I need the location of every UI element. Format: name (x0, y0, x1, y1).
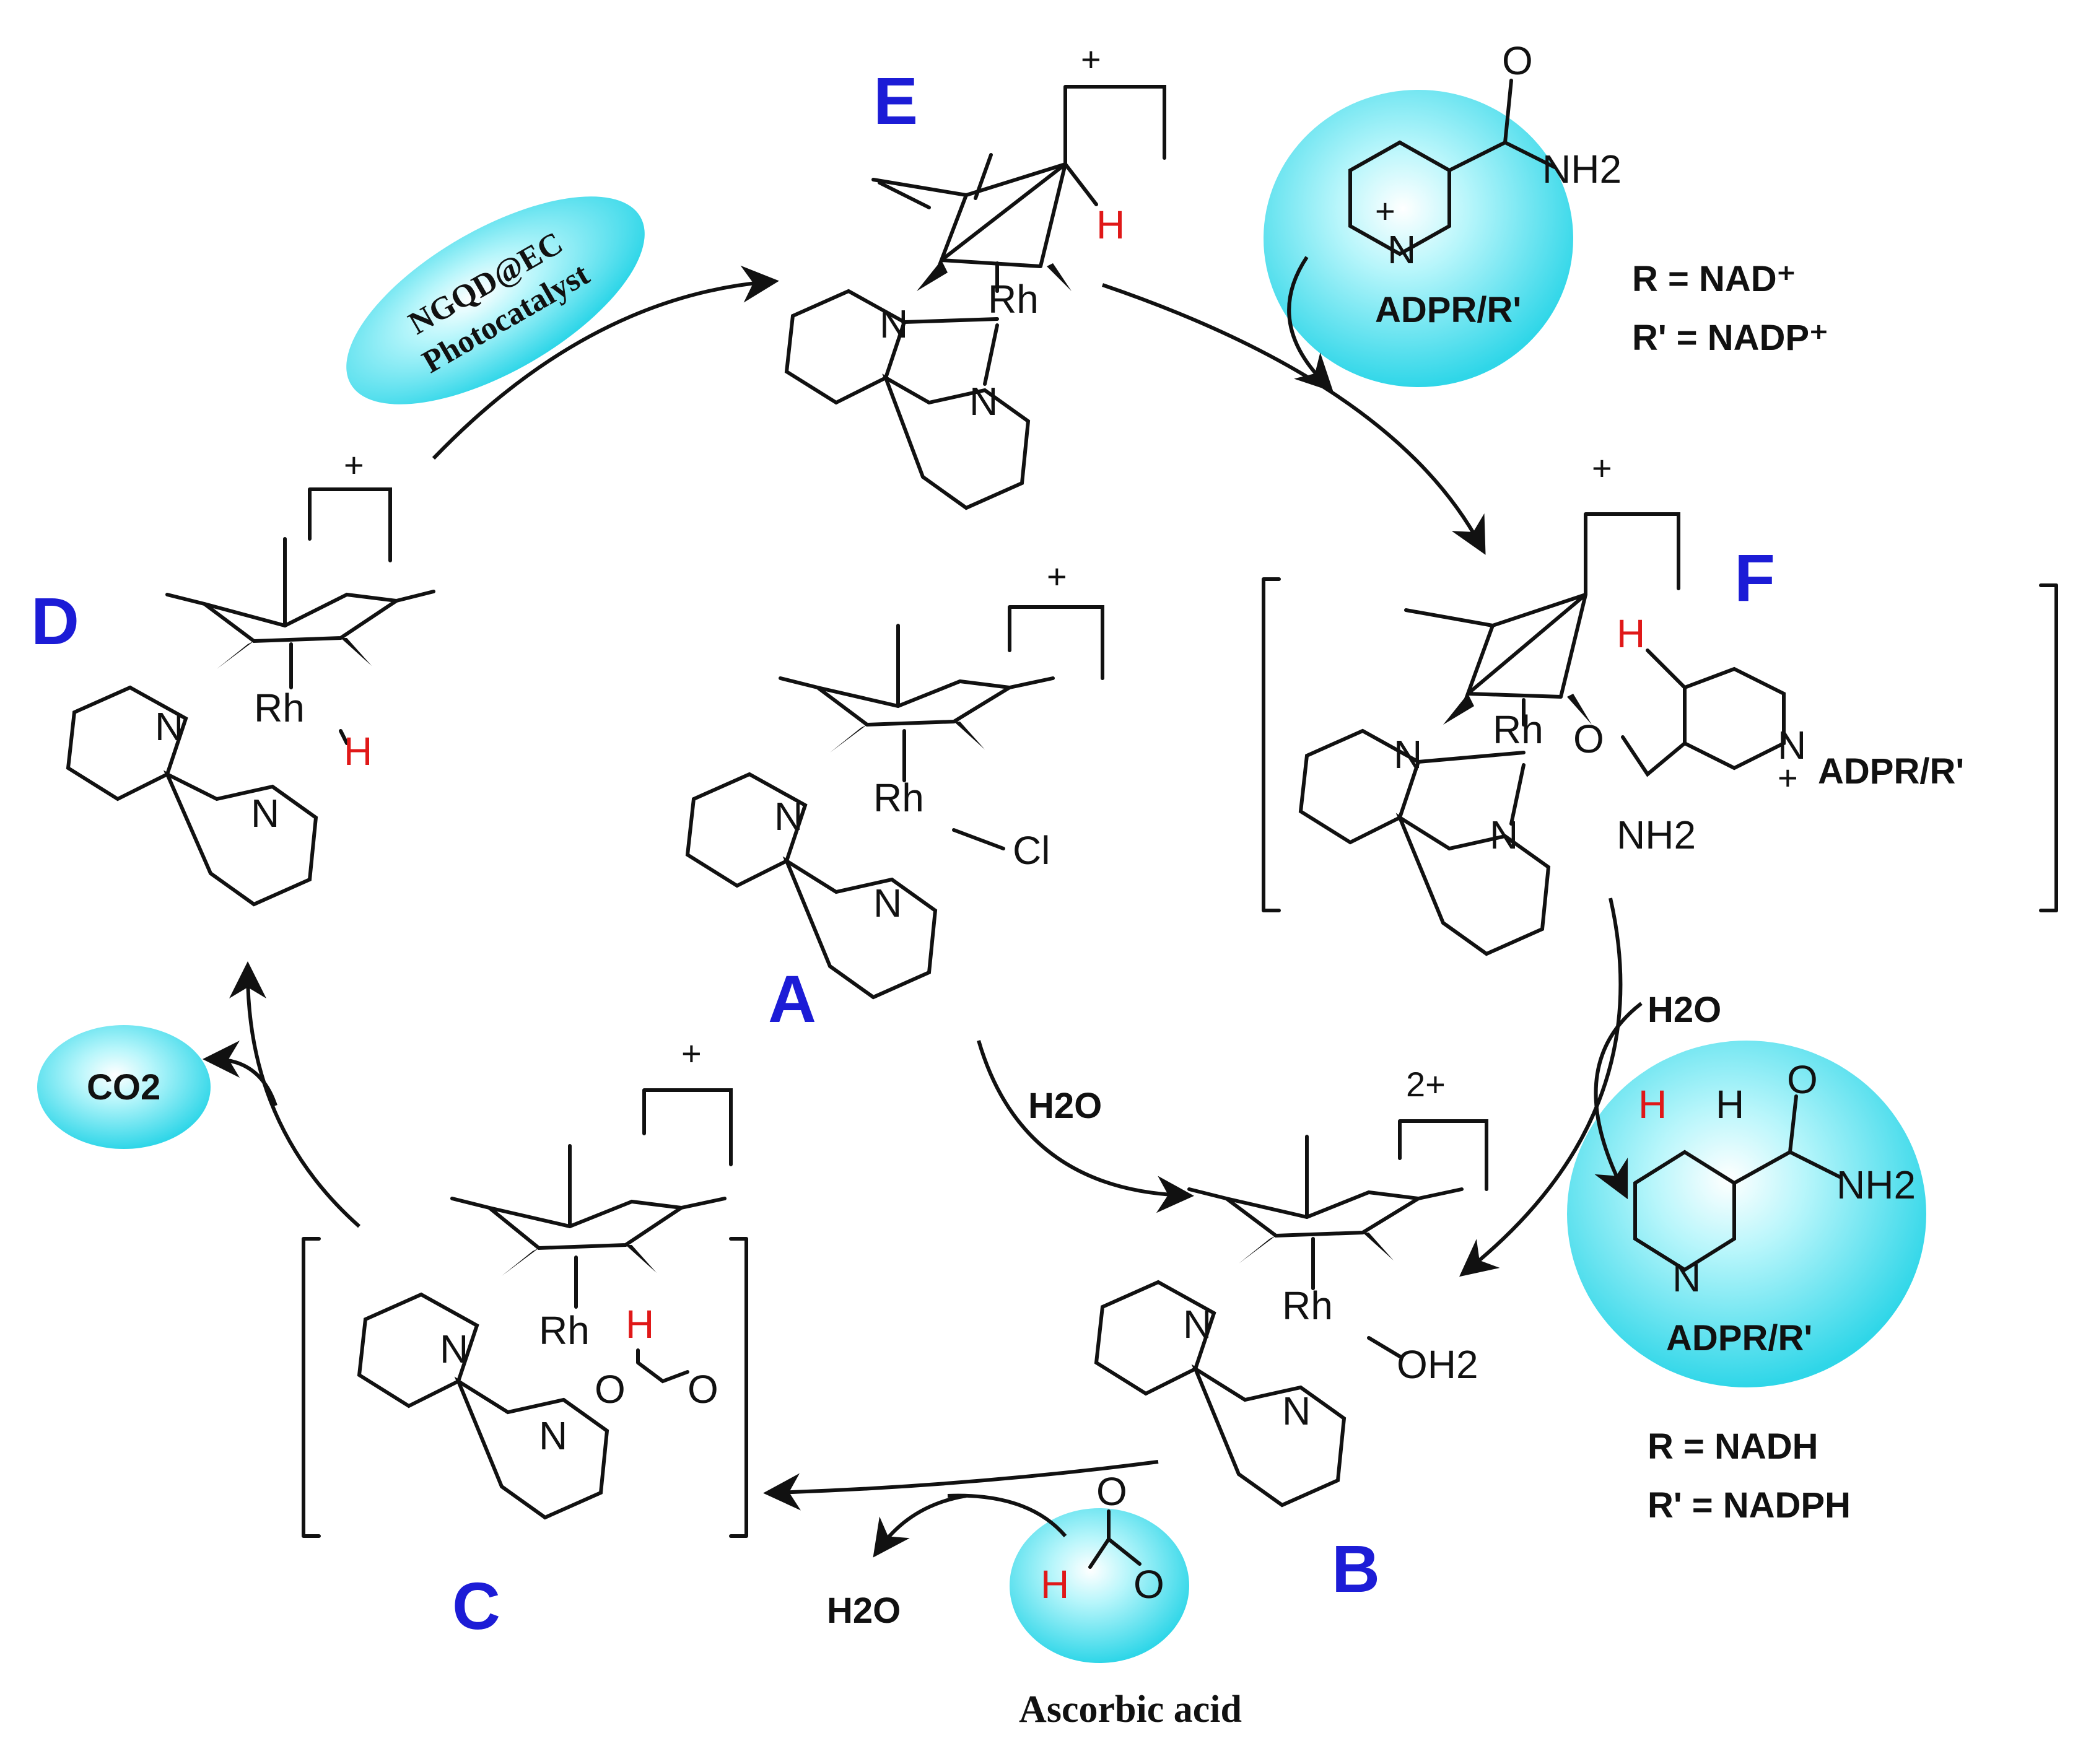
formate-bubble (1010, 1508, 1189, 1663)
complex-c (302, 1088, 748, 1538)
f-n2-atom: N (1490, 813, 1518, 857)
nad-nh2: NH2 (1542, 147, 1622, 191)
formate-molecule (1088, 1509, 1142, 1569)
d-n1-atom: N (155, 704, 183, 749)
def-nad-r: R = NAD⁺ (1632, 259, 1796, 299)
f-pyridinium-charge: + (1778, 758, 1798, 797)
label-c: C (452, 1568, 500, 1643)
h2o-b-to-c: H2O (827, 1591, 901, 1631)
arrow-f-to-b (1459, 897, 1623, 1277)
nadh-h-black: H (1716, 1082, 1744, 1127)
d-n2-atom: N (251, 791, 279, 836)
ascorbic-acid-label: Ascorbic acid (1019, 1688, 1242, 1731)
def-nadh-r: R = NADH (1648, 1426, 1818, 1467)
nadh-molecule (1633, 1094, 1841, 1272)
b-rh-atom: Rh (1282, 1283, 1333, 1328)
c-o2-atom: O (688, 1367, 718, 1412)
arrow-formate-in (947, 1493, 1067, 1537)
d-charge: + (344, 445, 364, 484)
complex-d (66, 487, 435, 907)
arrow-co2-out (203, 1041, 277, 1106)
b-n1-atom: N (1183, 1302, 1211, 1347)
photocatalyst-bubble (346, 196, 645, 404)
f-n3-atom: N (1778, 723, 1806, 767)
complex-e (784, 85, 1166, 510)
formate-h: H (1041, 1562, 1069, 1607)
h2o-f-to-b: H2O (1648, 990, 1721, 1030)
nadh-nh2: NH2 (1836, 1163, 1916, 1207)
nadh-h-red: H (1638, 1082, 1667, 1127)
nad-charge: + (1375, 191, 1395, 230)
arrow-h2o-nadh-out (1594, 1002, 1643, 1200)
arrow-d-to-e (432, 265, 779, 460)
nad-n-atom: N (1387, 227, 1416, 272)
e-hydride: H (1096, 203, 1125, 247)
f-o-atom: O (1573, 717, 1604, 761)
arrow-e-to-f (1102, 283, 1486, 555)
nadh-adpr: ADPR/R' (1666, 1318, 1812, 1358)
co2-label: CO2 (87, 1067, 160, 1107)
e-rh-atom: Rh (988, 277, 1039, 321)
nadh-o-atom: O (1787, 1057, 1818, 1102)
nad-o-atom: O (1502, 38, 1533, 83)
f-nh2: NH2 (1617, 813, 1696, 857)
nad-adpr: ADPR/R' (1375, 290, 1521, 330)
arrow-h2o-out (873, 1494, 967, 1558)
c-rh-atom: Rh (539, 1308, 590, 1353)
a-charge: + (1047, 557, 1067, 596)
f-n1-atom: N (1394, 732, 1422, 777)
a-n1-atom: N (774, 794, 803, 839)
b-oh2: OH2 (1397, 1342, 1478, 1387)
complex-a (685, 605, 1104, 1000)
e-n1-atom: N (880, 302, 908, 346)
d-hydride: H (344, 729, 372, 774)
c-hydride: H (626, 1302, 654, 1347)
label-b: B (1332, 1531, 1380, 1606)
formate-o2: O (1133, 1562, 1164, 1607)
f-charge: + (1592, 448, 1612, 487)
arrow-a-to-b (977, 1040, 1194, 1213)
nad-plus-molecule (1348, 79, 1556, 256)
complex-f (1262, 512, 2058, 956)
co2-bubble (37, 1025, 211, 1149)
c-n2-atom: N (539, 1413, 567, 1458)
e-charge: + (1081, 40, 1101, 79)
a-rh-atom: Rh (873, 775, 924, 820)
arrow-b-to-c (763, 1460, 1159, 1511)
nadh-bubble (1567, 1041, 1926, 1387)
h2o-a-to-b: H2O (1028, 1086, 1102, 1126)
b-n2-atom: N (1282, 1389, 1311, 1433)
c-o1-atom: O (595, 1367, 626, 1412)
a-cl-atom: Cl (1013, 828, 1050, 873)
c-n1-atom: N (440, 1327, 468, 1371)
arrow-c-to-d (229, 961, 360, 1228)
label-f: F (1734, 540, 1775, 615)
nadh-n-atom: N (1672, 1255, 1701, 1300)
b-charge: 2+ (1406, 1065, 1446, 1104)
f-rh-atom: Rh (1493, 707, 1543, 752)
c-charge: + (681, 1034, 702, 1073)
complex-b (1094, 1119, 1488, 1508)
label-d: D (31, 583, 79, 658)
def-nad-rp: R' = NADP⁺ (1632, 318, 1828, 358)
formate-o1: O (1096, 1469, 1127, 1514)
e-n2-atom: N (969, 379, 998, 424)
f-adpr: ADPR/R' (1818, 751, 1964, 792)
nad-bubble (1264, 90, 1573, 387)
def-nadh-rp: R' = NADPH (1648, 1485, 1851, 1526)
d-rh-atom: Rh (254, 686, 305, 730)
label-e: E (873, 63, 918, 138)
arrow-nad-in (1287, 256, 1334, 392)
a-n2-atom: N (873, 881, 902, 925)
label-a: A (768, 961, 816, 1036)
f-hydride: H (1617, 611, 1645, 656)
